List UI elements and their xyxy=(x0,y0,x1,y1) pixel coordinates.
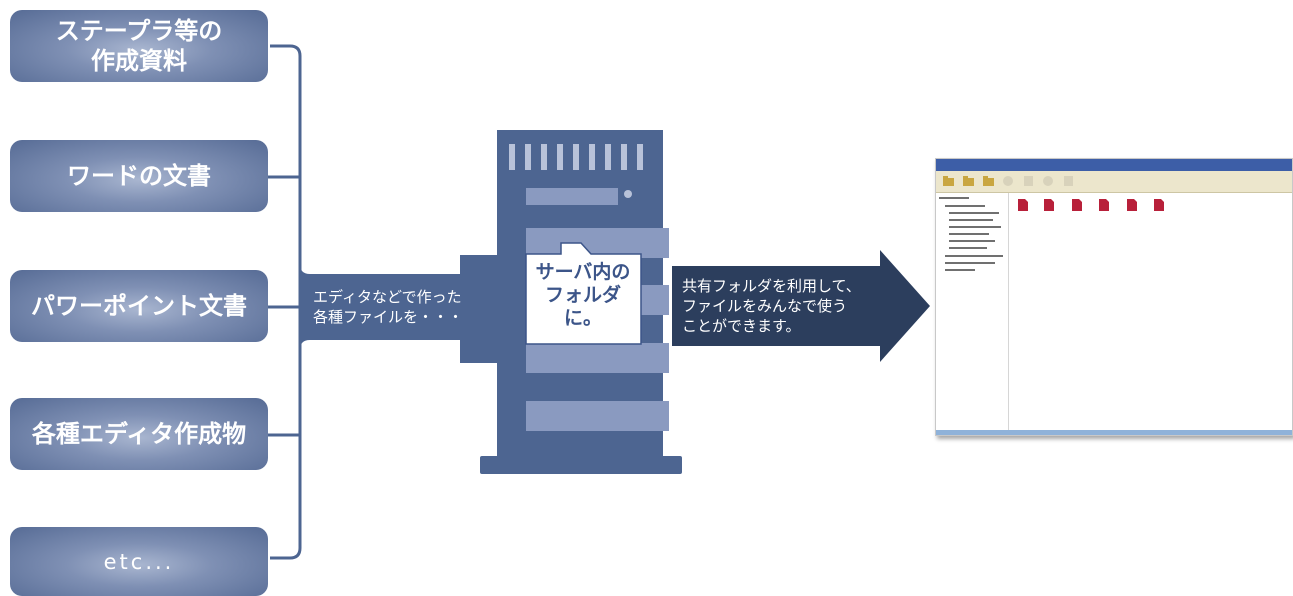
tree-item xyxy=(945,269,975,271)
server-bay xyxy=(526,401,669,431)
source-box-word-label: ワードの文書 xyxy=(67,162,211,190)
server-vent xyxy=(605,144,611,170)
tree-item xyxy=(949,240,995,242)
tree-item xyxy=(945,262,995,264)
tree-item xyxy=(949,233,989,235)
folder-icon: サーバ内の フォルダに。 xyxy=(523,240,646,350)
toolbar-folder-icon xyxy=(983,176,994,186)
source-box-word: ワードの文書 xyxy=(10,140,268,212)
server-bay xyxy=(526,228,669,258)
folder-tree xyxy=(939,195,1007,425)
source-box-etc-label: etc... xyxy=(103,549,175,574)
server-vent xyxy=(541,144,547,170)
source-box-staple: ステープラ等の 作成資料 xyxy=(10,10,268,82)
toolbar-folder-icon xyxy=(943,176,954,186)
server-vent xyxy=(589,144,595,170)
app-titlebar xyxy=(936,159,1292,171)
tree-item xyxy=(949,219,993,221)
server-led xyxy=(624,190,632,198)
source-box-etc: etc... xyxy=(10,527,268,596)
file-icon xyxy=(1099,199,1109,211)
tree-item xyxy=(949,212,999,214)
file-sharing-app-window xyxy=(935,158,1293,441)
folder-label: サーバ内の フォルダに。 xyxy=(535,261,631,329)
server-vent xyxy=(637,144,643,170)
toolbar-folder-icon xyxy=(963,176,974,186)
tree-item xyxy=(945,205,985,207)
file-icon xyxy=(1044,199,1054,211)
source-box-staple-label: ステープラ等の 作成資料 xyxy=(55,17,223,75)
right-arrow xyxy=(672,250,930,362)
toolbar-tool-icon xyxy=(1024,176,1033,186)
bracket-spine xyxy=(270,44,302,560)
source-box-powerpoint-label: パワーポイント文書 xyxy=(31,292,247,320)
source-box-powerpoint: パワーポイント文書 xyxy=(10,270,268,342)
bracket-banner xyxy=(300,255,500,363)
server-bay xyxy=(526,343,669,373)
arrow-caption: 共有フォルダを利用して、 ファイルをみんなで使う ことができます。 xyxy=(682,277,861,335)
tree-item xyxy=(945,255,1003,257)
toolbar-tool-icon xyxy=(1003,176,1013,186)
server-vent xyxy=(621,144,627,170)
server-vent xyxy=(525,144,531,170)
bracket-caption: エディタなどで作った 各種ファイルを・・・ xyxy=(313,288,464,326)
server-vent xyxy=(573,144,579,170)
source-box-editor-label: 各種エディタ作成物 xyxy=(31,420,247,448)
file-icon xyxy=(1127,199,1137,211)
file-icon xyxy=(1018,199,1028,211)
pane-divider xyxy=(1008,193,1009,431)
folder-shape xyxy=(525,242,642,345)
app-screenshot xyxy=(935,158,1293,436)
server-base xyxy=(480,456,682,474)
app-statusbar xyxy=(936,430,1292,435)
tree-item xyxy=(949,247,987,249)
server-vent xyxy=(557,144,563,170)
file-icon xyxy=(1154,199,1164,211)
tree-item xyxy=(939,197,969,199)
file-icon xyxy=(1072,199,1082,211)
server-drive-slot xyxy=(526,188,618,205)
server-vent xyxy=(509,144,515,170)
source-box-editor: 各種エディタ作成物 xyxy=(10,398,268,470)
toolbar-tool-icon xyxy=(1043,176,1053,186)
tree-item xyxy=(949,226,1001,228)
toolbar-tool-icon xyxy=(1064,176,1073,186)
